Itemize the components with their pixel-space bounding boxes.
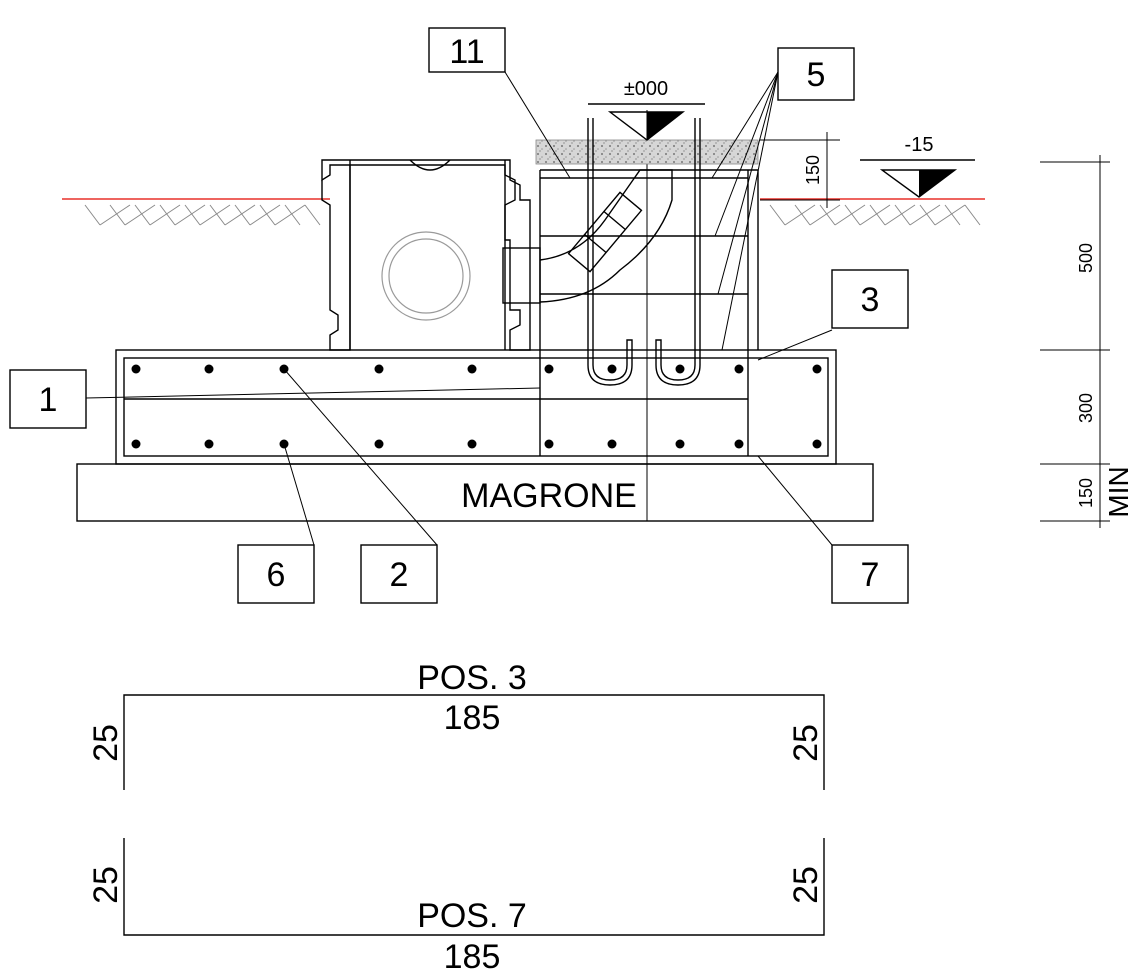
- foundation-slab-outer: [115, 349, 837, 465]
- callout-7-text: 7: [861, 556, 880, 594]
- pit-chamber: [535, 118, 759, 386]
- ground-hatch-left: [84, 204, 321, 226]
- ground-hatch-right: [769, 204, 981, 226]
- pos7-title: POS. 7: [417, 897, 527, 935]
- callout-7: 7: [831, 544, 909, 604]
- foundation-slab-cage: [123, 357, 829, 457]
- pos7-bar-shape: POS. 7 185 25 25: [87, 838, 825, 976]
- callout-5: 5: [777, 47, 855, 101]
- leader-lines: [85, 71, 833, 546]
- magrone-label: MAGRONE: [461, 477, 637, 515]
- level-marker-side: -15: [860, 134, 975, 198]
- callout-2: 2: [360, 544, 438, 604]
- pos3-length: 185: [444, 699, 501, 737]
- callout-11: 11: [428, 27, 506, 73]
- level-side-label: -15: [905, 134, 934, 156]
- pos3-bar-shape: POS. 3 185 25 25: [87, 659, 825, 790]
- dim-500-label: 500: [1076, 243, 1096, 273]
- dim-150-top-label: 150: [803, 155, 823, 185]
- pos7-right-leg: 25: [787, 866, 825, 904]
- pos7-length: 185: [444, 938, 501, 976]
- callout-3: 3: [831, 269, 909, 329]
- dim-chain-right: 500 300 150 MIN: [1040, 155, 1134, 528]
- precast-manhole: [321, 159, 541, 351]
- pos3-left-leg: 25: [87, 724, 125, 762]
- callout-6: 6: [237, 544, 315, 604]
- callout-5-text: 5: [807, 56, 826, 94]
- rebar-top-row: [131, 364, 822, 374]
- pos7-left-leg: 25: [87, 866, 125, 904]
- callout-11-text: 11: [449, 33, 484, 71]
- callout-1: 1: [9, 369, 87, 429]
- dim-150-bottom-label: 150: [1076, 478, 1096, 508]
- callout-3-text: 3: [861, 281, 880, 319]
- level-top-label: ±000: [624, 78, 668, 100]
- dim-300-label: 300: [1076, 393, 1096, 423]
- callout-2-text: 2: [390, 556, 409, 594]
- dim-150-top: 150: [760, 132, 840, 208]
- callout-1-text: 1: [39, 381, 58, 419]
- rebar-bottom-row: [131, 439, 822, 449]
- callout-6-text: 6: [267, 556, 286, 594]
- pos3-right-leg: 25: [787, 724, 825, 762]
- gravel-layer: [535, 139, 759, 165]
- dim-min-label: MIN: [1103, 466, 1134, 517]
- pos3-title: POS. 3: [417, 659, 527, 697]
- level-marker-top: ±000: [588, 78, 705, 141]
